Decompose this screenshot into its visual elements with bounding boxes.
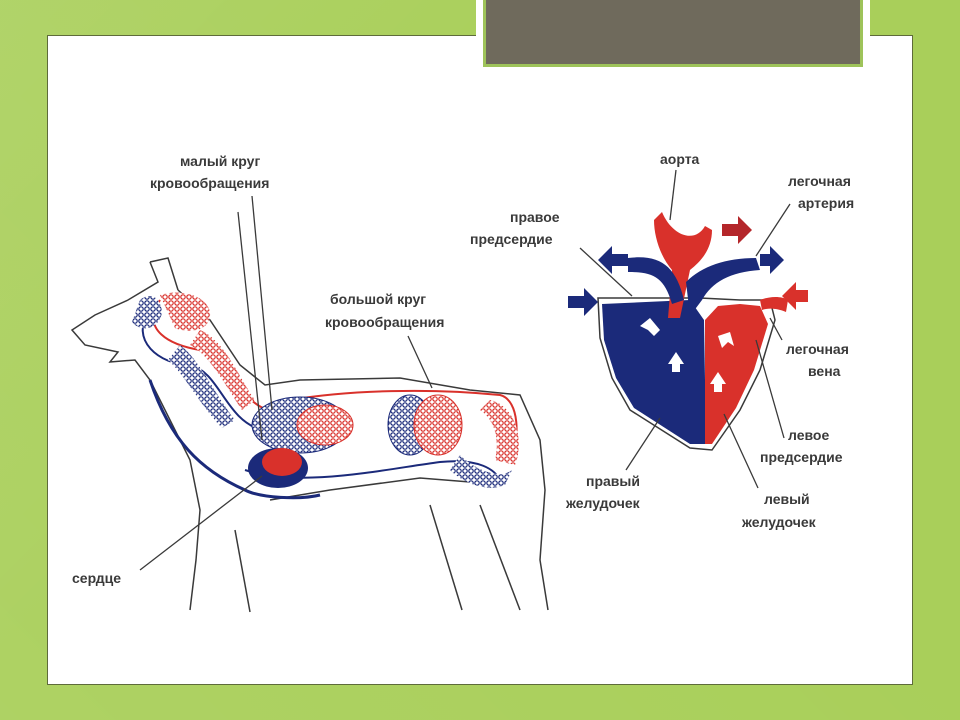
leader-pulm-artery [755, 203, 791, 257]
label-pulm-vein-2: вена [808, 363, 841, 379]
arrow-left-ventricle-up [710, 372, 726, 392]
label-small-circle-2: кровообращения [150, 175, 269, 191]
hind-capillaries-red [480, 400, 519, 465]
leader-left-ventricle [723, 413, 759, 489]
label-left-ventricle-2: желудочек [741, 514, 817, 530]
label-aorta: аорта [660, 151, 700, 167]
text-labels: малый круг кровообращения большой круг к… [72, 151, 854, 586]
capillary-networks [132, 292, 519, 488]
arrow-left-atrium-down [718, 332, 734, 348]
arrow-to-right-atrium [568, 288, 598, 316]
vein-head-vessel [141, 309, 263, 431]
organ-capillaries-right [413, 394, 463, 456]
arrow-aorta-out [722, 216, 752, 244]
leader-small-circle [251, 195, 273, 411]
dog-outline [70, 257, 549, 613]
label-pulm-artery-2: артерия [798, 195, 854, 211]
leader-right-ventricle [625, 417, 661, 471]
label-large-circle-1: большой круг [330, 291, 426, 307]
label-right-atrium-1: правое [510, 209, 560, 225]
pulmonary-artery-vessel [686, 258, 760, 316]
arrow-pulmonary-artery-out [760, 246, 784, 274]
label-small-circle-1: малый круг [180, 153, 260, 169]
label-large-circle-2: кровообращения [325, 314, 444, 330]
dog-heart-arterial [262, 448, 302, 476]
leader-small-circle-2 [237, 211, 263, 441]
hind-capillaries-blue [450, 455, 512, 488]
leader-right-atrium [579, 247, 633, 297]
heart-detail [568, 212, 808, 451]
dog-back-outline [177, 289, 549, 611]
label-left-atrium-1: левое [788, 427, 829, 443]
leader-aorta [669, 169, 677, 221]
leader-lines [139, 169, 791, 571]
dog-belly-line [269, 477, 471, 501]
dog-head-outline [70, 261, 201, 611]
label-left-atrium-2: предсердие [760, 449, 843, 465]
label-right-atrium-2: предсердие [470, 231, 553, 247]
arrow-pulmonary-vein-in [782, 282, 808, 310]
arrow-from-vena-cava [598, 246, 628, 274]
right-heart-chambers [602, 300, 705, 444]
arrow-right-ventricle-up [668, 352, 684, 372]
leader-left-atrium [755, 339, 785, 439]
dog-front-leg [234, 529, 251, 613]
neck-capillaries-blue [168, 345, 235, 428]
label-left-ventricle-1: левый [764, 491, 810, 507]
title-placeholder [483, 0, 863, 67]
pulmonary-vein-vessel [760, 297, 788, 312]
head-capillaries-red [160, 292, 211, 332]
dog-rear-leg-inner [479, 504, 521, 611]
label-heart: сердце [72, 570, 121, 586]
dog-rear-leg [429, 504, 463, 611]
label-right-ventricle-2: желудочек [565, 495, 641, 511]
title-block [476, 0, 870, 76]
lower-vein-vessel [148, 379, 321, 500]
label-pulm-artery-1: легочная [788, 173, 851, 189]
head-capillaries-blue [132, 296, 162, 329]
lung-capillaries-red [296, 404, 354, 446]
dog-ear [149, 257, 179, 291]
label-right-ventricle-1: правый [586, 473, 640, 489]
leader-pulm-vein [769, 317, 783, 341]
label-pulm-vein-1: легочная [786, 341, 849, 357]
leader-large-circle [407, 335, 433, 389]
dog-heart [248, 448, 308, 488]
vena-cava-superior [628, 257, 684, 304]
aorta-vessel [654, 212, 712, 318]
arrow-right-atrium-down [640, 318, 660, 336]
leader-heart [139, 475, 263, 571]
neck-capillaries-red [190, 330, 255, 410]
